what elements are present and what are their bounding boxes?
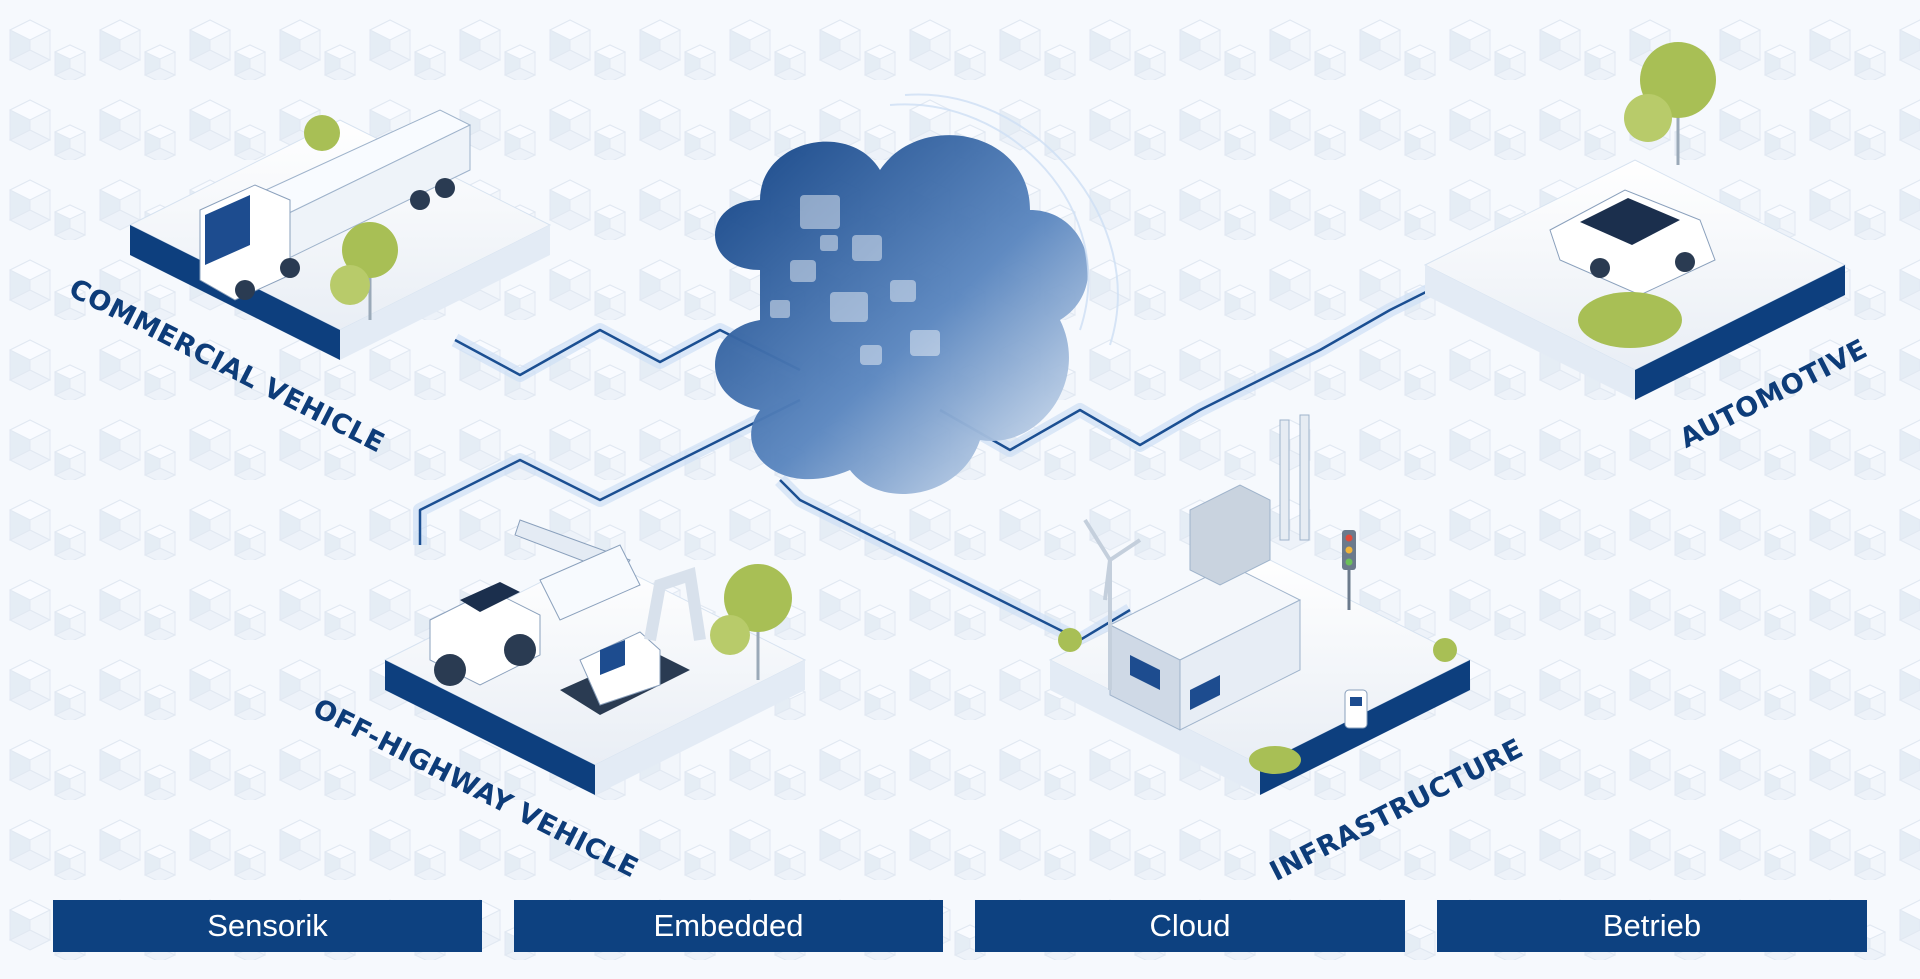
tree-icon: [710, 564, 792, 680]
stage-button-embedded[interactable]: Embedded: [514, 900, 943, 952]
truck-icon: [199, 109, 472, 301]
stage-button-cloud[interactable]: Cloud: [975, 900, 1405, 952]
cloud-icon: [715, 93, 1119, 494]
infrastructure-platform: [1048, 414, 1472, 795]
tree-icon: [1058, 628, 1457, 774]
stage-bar: Sensorik Embedded Cloud Betrieb: [0, 900, 1920, 955]
stage-button-sensorik[interactable]: Sensorik: [53, 900, 482, 952]
tree-icon: [304, 115, 398, 320]
excavator-icon: [560, 567, 706, 715]
tractor-icon: [429, 519, 641, 686]
automotive-platform: [1423, 42, 1847, 400]
commercial-vehicle-platform: [128, 109, 552, 360]
network-lines: [413, 263, 1474, 647]
tree-icon: [1578, 42, 1716, 348]
charging-station-icon: [1344, 689, 1368, 729]
stage-button-betrieb[interactable]: Betrieb: [1437, 900, 1867, 952]
traffic-light-icon: [1342, 530, 1356, 610]
factory-icon: [1108, 414, 1310, 731]
off-highway-vehicle-platform: [383, 519, 807, 795]
car-icon: [1549, 189, 1716, 296]
wind-turbine-icon: [1083, 518, 1142, 690]
